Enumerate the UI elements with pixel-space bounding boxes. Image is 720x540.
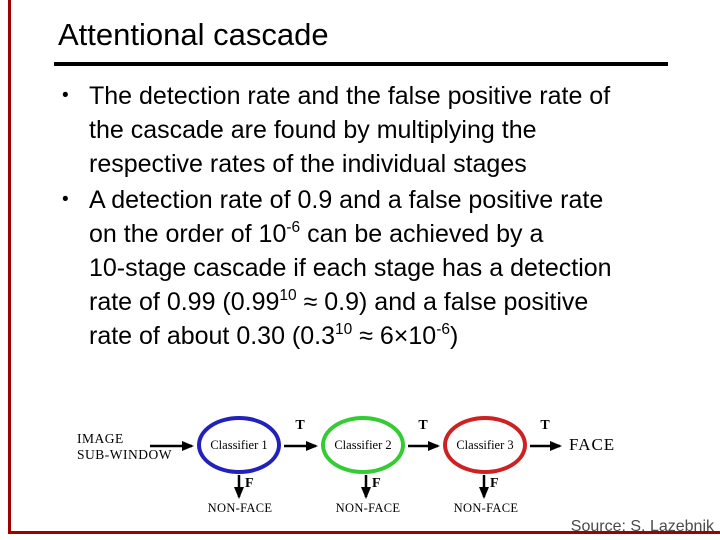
bullet-line: the cascade are found by multiplying the: [89, 116, 537, 144]
bullet-item: • A detection rate of 0.9 and a false po…: [60, 183, 700, 353]
false-branch-label: F: [245, 476, 254, 491]
bullet-line: A detection rate of 0.9 and a false posi…: [89, 186, 604, 214]
flow-arrows: [150, 441, 562, 499]
reject-label: NON-FACE: [335, 501, 401, 515]
bullet-line: respective rates of the individual stage…: [89, 150, 527, 178]
accent-border-bottom: [8, 531, 720, 534]
cascade-diagram: IMAGE SUB-WINDOW Classifier 1 Classifier…: [0, 410, 720, 540]
classifier-3-label: Classifier 3: [456, 437, 514, 452]
true-branch-label: T: [418, 418, 428, 433]
source-credit: Source: S. Lazebnik: [570, 518, 714, 535]
classifier-2-label: Classifier 2: [334, 437, 392, 452]
reject-label: NON-FACE: [207, 501, 273, 515]
accent-border-left: [8, 0, 11, 534]
bullet-line: on the order of 10-6 can be achieved by …: [89, 218, 544, 248]
classifier-2-node: Classifier 2: [321, 416, 405, 474]
bullet-line: rate of 0.99 (0.9910 ≈ 0.9) and a false …: [89, 286, 589, 316]
bullet-marker: •: [62, 189, 69, 210]
bullet-line: The detection rate and the false positiv…: [89, 82, 611, 110]
bullet-line: rate of about 0.30 (0.310 ≈ 6×10-6): [89, 320, 459, 350]
reject-label: NON-FACE: [453, 501, 519, 515]
bullet-marker: •: [62, 85, 69, 106]
accept-label: FACE: [569, 435, 616, 454]
slide-title: Attentional cascade: [58, 17, 329, 52]
classifier-1-node: Classifier 1: [197, 416, 281, 474]
input-label: IMAGE SUB-WINDOW: [77, 431, 172, 462]
true-branch-label: T: [540, 418, 550, 433]
classifier-1-label: Classifier 1: [210, 437, 268, 452]
bullet-item: • The detection rate and the false posit…: [60, 79, 700, 181]
false-branch-label: F: [372, 476, 381, 491]
false-branch-label: F: [490, 476, 499, 491]
title-underline: [54, 62, 668, 66]
bullet-list: • The detection rate and the false posit…: [60, 79, 700, 355]
classifier-3-node: Classifier 3: [443, 416, 527, 474]
true-branch-label: T: [295, 418, 305, 433]
bullet-line: 10-stage cascade if each stage has a det…: [89, 254, 612, 282]
